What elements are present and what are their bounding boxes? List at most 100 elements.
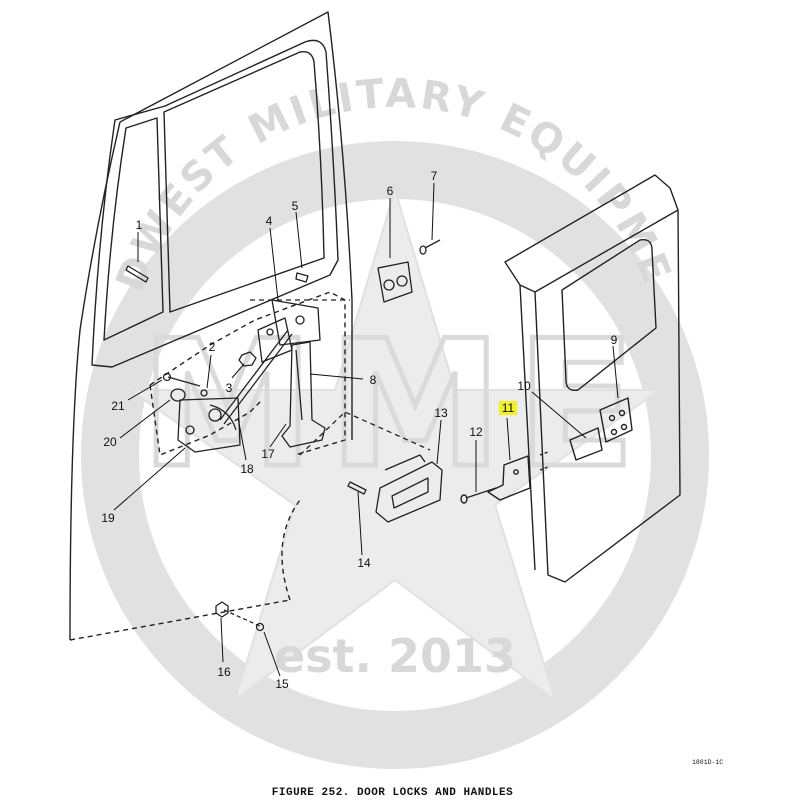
lockwasher-2 bbox=[200, 389, 208, 397]
door-latch-inner bbox=[295, 349, 303, 421]
window-outer-frame bbox=[91, 39, 339, 368]
pin-5 bbox=[295, 272, 309, 283]
callout-12: 12 bbox=[469, 425, 483, 439]
pin-1 bbox=[125, 265, 149, 283]
striker-hole-a bbox=[383, 279, 395, 291]
outside-handle bbox=[375, 461, 443, 523]
connecting-rod-edge bbox=[223, 333, 293, 425]
outside-handle-recess bbox=[391, 477, 429, 509]
handle-bracket-hole bbox=[185, 425, 195, 435]
leader-2 bbox=[206, 354, 212, 389]
callout-20: 20 bbox=[103, 435, 117, 449]
door-outline-left bbox=[69, 121, 121, 641]
callout-4: 4 bbox=[266, 214, 273, 228]
callout-17: 17 bbox=[261, 447, 275, 461]
cab-post-edge bbox=[519, 284, 536, 571]
screw-12-head bbox=[460, 494, 468, 504]
connecting-rod bbox=[219, 329, 289, 421]
handle-bracket bbox=[177, 397, 241, 453]
remote-control-rivet bbox=[266, 328, 274, 336]
inner-panel-opening bbox=[149, 291, 346, 456]
callout-8: 8 bbox=[370, 373, 377, 387]
striker-9-hole-d bbox=[620, 423, 628, 431]
callout-6: 6 bbox=[387, 184, 394, 198]
callout-9: 9 bbox=[611, 333, 618, 347]
cab-post bbox=[460, 174, 681, 583]
figure-caption: FIGURE 252. DOOR LOCKS AND HANDLES bbox=[271, 787, 514, 799]
callout-10: 10 bbox=[517, 379, 531, 393]
bracket-11 bbox=[487, 455, 531, 501]
shim-10 bbox=[569, 427, 603, 461]
leader-8 bbox=[309, 373, 364, 380]
leader-9 bbox=[612, 345, 619, 399]
window-vent-glass bbox=[103, 117, 164, 341]
washer-15 bbox=[255, 622, 265, 632]
callout-1: 1 bbox=[136, 218, 143, 232]
leader-16 bbox=[220, 617, 224, 663]
door-wheel-arch bbox=[281, 499, 301, 601]
bushing bbox=[170, 388, 186, 402]
nut-16 bbox=[215, 601, 229, 618]
callout-18: 18 bbox=[240, 462, 254, 476]
door-outline-top bbox=[119, 11, 353, 440]
callout-7: 7 bbox=[431, 169, 438, 183]
pin-14 bbox=[347, 481, 367, 495]
callout-3: 3 bbox=[226, 381, 233, 395]
leader-3 bbox=[231, 363, 245, 379]
bracket-11-hole bbox=[513, 469, 519, 475]
nut-3 bbox=[238, 351, 257, 367]
callout-21: 21 bbox=[111, 399, 125, 413]
leader-lines bbox=[113, 182, 619, 677]
inner-panel-lower bbox=[149, 384, 263, 456]
screw-head bbox=[162, 372, 172, 382]
callout-19: 19 bbox=[101, 511, 115, 525]
callout-5: 5 bbox=[292, 199, 299, 213]
callout-labels: 1 2 3 4 5 6 7 8 9 10 11 12 13 14 15 16 1… bbox=[101, 169, 617, 691]
striker-9 bbox=[599, 397, 633, 443]
latch-assembly bbox=[125, 239, 443, 632]
leader-15 bbox=[263, 631, 281, 677]
handle-mount-outline bbox=[299, 411, 431, 456]
callout-2: 2 bbox=[209, 340, 216, 354]
striker-plate bbox=[377, 261, 413, 303]
outside-handle-lever bbox=[384, 454, 426, 471]
leader-21 bbox=[127, 379, 163, 401]
leader-17 bbox=[269, 423, 287, 448]
remote-control-plate bbox=[271, 299, 321, 346]
leader-5 bbox=[295, 211, 303, 269]
watermark: MIDWEST MILITARY EQUIPMENT MME est. 2013 bbox=[0, 0, 709, 769]
callout-11: 11 bbox=[502, 401, 515, 415]
screw-7-head bbox=[419, 245, 427, 255]
mounting-holes bbox=[539, 451, 549, 471]
leader-13 bbox=[436, 419, 442, 465]
screw-shank bbox=[167, 376, 201, 387]
cab-rear-window bbox=[561, 239, 657, 391]
door-panel bbox=[69, 11, 353, 641]
striker-hole-b bbox=[396, 275, 408, 287]
screw-12-shank bbox=[465, 487, 497, 499]
callout-15: 15 bbox=[275, 677, 289, 691]
striker-9-hole-c bbox=[610, 428, 618, 436]
leader-7 bbox=[431, 182, 435, 241]
remote-control-pivot bbox=[295, 315, 305, 325]
striker-9-hole-a bbox=[608, 414, 616, 422]
leader-11 bbox=[506, 417, 511, 461]
callout-16: 16 bbox=[217, 665, 231, 679]
window-main-glass bbox=[163, 51, 325, 313]
screw-7-shank bbox=[424, 239, 441, 249]
striker-9-hole-b bbox=[618, 409, 626, 417]
handle-bracket-pivot bbox=[208, 408, 222, 422]
callout-14: 14 bbox=[357, 556, 371, 570]
callout-13: 13 bbox=[434, 406, 448, 420]
leader-18 bbox=[237, 417, 247, 461]
watermark-established: est. 2013 bbox=[274, 629, 516, 683]
leader-19 bbox=[113, 447, 186, 511]
watermark-star bbox=[126, 186, 664, 703]
leader-14 bbox=[357, 491, 363, 556]
handle-bracket-spring bbox=[209, 404, 237, 431]
cab-post-panel bbox=[534, 209, 681, 583]
leader-20 bbox=[119, 399, 171, 439]
figure-code: 1801D-1C bbox=[692, 759, 724, 766]
